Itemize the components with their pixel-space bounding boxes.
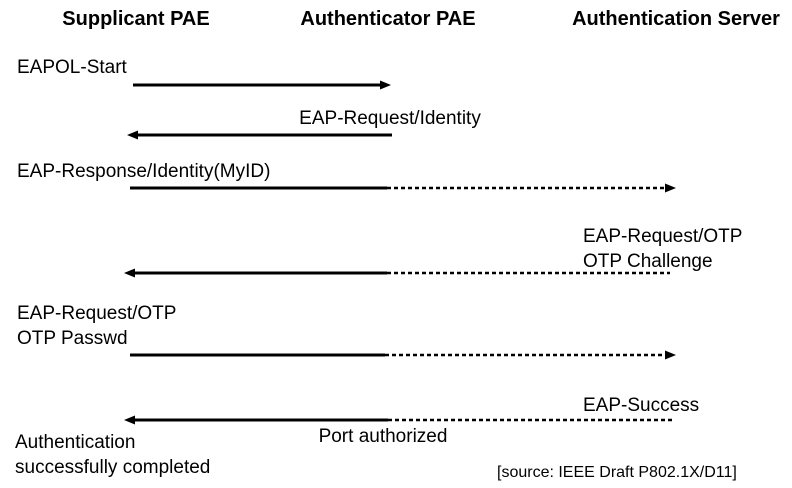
arrowhead-left-otp-challenge [124,268,135,278]
source-note: [source: IEEE Draft P802.1X/D11] [497,464,737,481]
message-label-eap-response-otp: EAP-Request/OTP [17,303,177,324]
message-label-eap-success: EAP-Success [583,395,700,416]
arrowhead-right-eapol-start [380,80,391,90]
arrowhead-left-eap-request-identity [127,130,138,140]
column-header-authenticator: Authenticator PAE [300,8,476,30]
arrowhead-right-eap-response-identity [665,183,676,193]
message-label-eap-response-identity: EAP-Response/Identity(MyID) [17,161,271,182]
port-authorized-label: Port authorized [318,426,448,447]
arrowhead-right-otp-passwd [665,350,676,360]
message-label-otp-challenge: OTP Challenge [583,251,713,272]
column-header-auth-server: Authentication Server [572,8,780,30]
arrowhead-left-eap-success [124,415,135,425]
message-label-eap-request-otp: EAP-Request/OTP [583,226,743,247]
message-label-eapol-start: EAPOL-Start [17,57,127,78]
message-label-otp-passwd: OTP Passwd [17,328,128,349]
completion-status-line2: successfully completed [15,457,211,478]
message-label-eap-request-identity: EAP-Request/Identity [299,108,481,129]
column-header-supplicant: Supplicant PAE [62,8,210,30]
completion-status-line1: Authentication [15,432,136,453]
